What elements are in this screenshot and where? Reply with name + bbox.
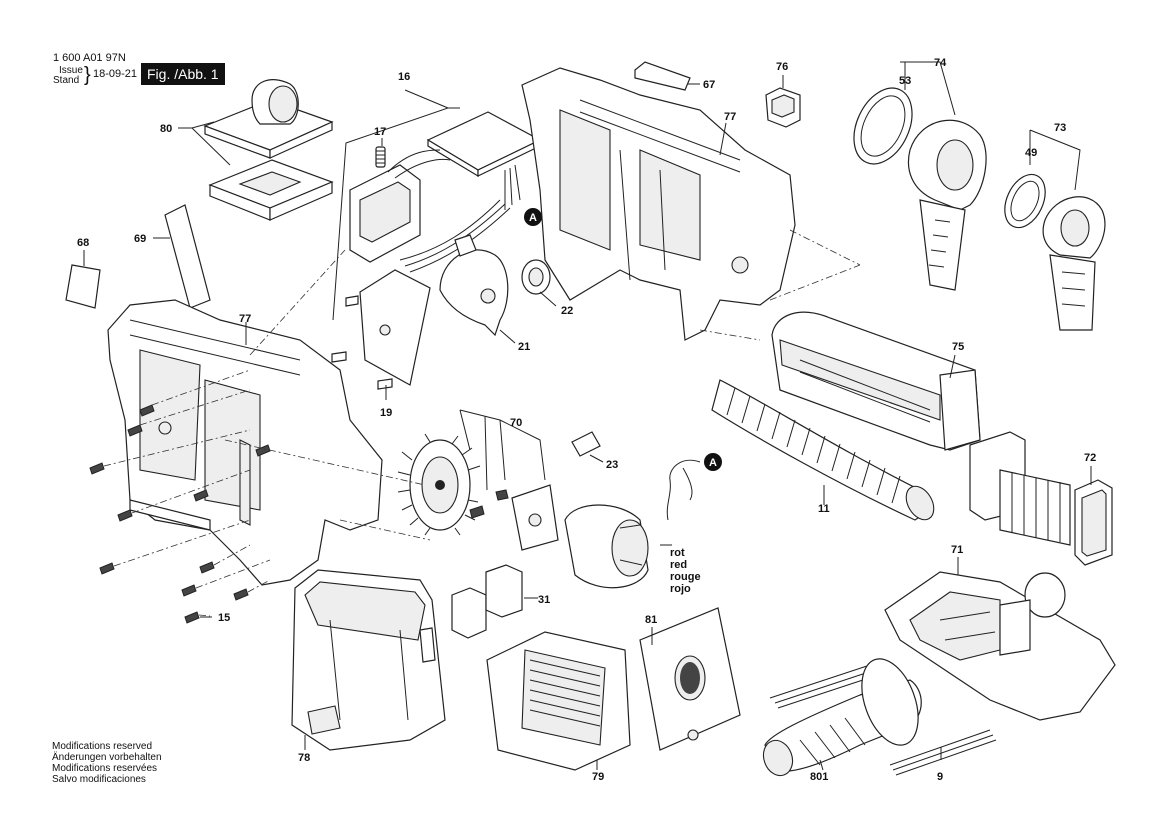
- callout-72: 72: [1084, 452, 1096, 464]
- part-73-dust-cap: [1042, 196, 1106, 331]
- part-11-hose: [711, 379, 935, 521]
- part-31-filter-element: [451, 564, 523, 639]
- callout-22: 22: [561, 305, 573, 317]
- callout-19: 19: [380, 407, 392, 419]
- callout-67: 67: [703, 79, 715, 91]
- marker-a-1: [524, 208, 542, 226]
- footer-line-en: Modifications reserved: [52, 741, 153, 752]
- part-53-seal-ring: [853, 87, 913, 165]
- callout-81: 81: [645, 614, 657, 626]
- part-72-bellows: [969, 431, 1113, 566]
- brace: }: [84, 64, 91, 86]
- part-75-suction-tube: [771, 311, 981, 451]
- callout-9: 9: [937, 771, 943, 783]
- callout-21: 21: [518, 341, 530, 353]
- footer-line-fr: Modifications reservées: [52, 763, 158, 774]
- wire-red: [666, 459, 701, 521]
- wire-color-rot: rot: [670, 547, 685, 559]
- callout-68: 68: [77, 237, 89, 249]
- part-81-cover: [639, 607, 741, 751]
- stand-label: Stand: [53, 75, 80, 86]
- part-80-filter-pad: [203, 79, 334, 221]
- callout-49: 49: [1025, 147, 1037, 159]
- part-801-side-handle: [762, 658, 922, 777]
- callout-53: 53: [899, 75, 911, 87]
- callout-74: 74: [934, 57, 947, 69]
- marker-a-2-letter: A: [709, 457, 717, 469]
- callout-79: 79: [592, 771, 604, 783]
- issue-label: Issue: [59, 65, 83, 76]
- callout-23: 23: [606, 459, 618, 471]
- part-motor: [564, 504, 649, 589]
- part-71-guide-frame: [884, 571, 1116, 721]
- part-16-electronics: [331, 89, 551, 390]
- footer-line-es: Salvo modificaciones: [52, 774, 146, 785]
- marker-a-2: [704, 453, 722, 471]
- part-67-label: [634, 61, 691, 91]
- callout-70: 70: [510, 417, 522, 429]
- callout-16: 16: [398, 71, 410, 83]
- callout-76: 76: [776, 61, 788, 73]
- figure-badge: Fig. /Abb. 1: [141, 63, 225, 85]
- callout-17: 17: [374, 126, 386, 138]
- callout-69: 69: [134, 233, 146, 245]
- issue-date: 18-09-21: [93, 68, 138, 80]
- part-49-seal-ring: [1004, 173, 1046, 229]
- callout-77-top: 77: [724, 111, 736, 123]
- callout-71: 71: [951, 544, 963, 556]
- callout-31: 31: [538, 594, 550, 606]
- part-79-filter-box: [486, 631, 631, 771]
- modifications-note: Modifications reserved Änderungen vorbeh…: [52, 741, 162, 785]
- callout-75: 75: [952, 341, 964, 353]
- part-74-dust-cap: [907, 119, 987, 291]
- part-70-fan: [397, 433, 481, 536]
- part-15-screws: [89, 404, 271, 624]
- callout-80: 80: [160, 123, 172, 135]
- footer-line-de: Änderungen vorbehalten: [52, 752, 162, 763]
- wire-color-rouge: rouge: [670, 571, 701, 583]
- part-78-dust-container: [291, 569, 446, 751]
- part-23-spring: [571, 431, 601, 457]
- part-77-housing-top: [521, 67, 796, 341]
- part-69-label: [164, 204, 211, 309]
- part-68-label: [65, 264, 101, 309]
- part-76-clip: [765, 87, 801, 128]
- part-rods: [769, 664, 997, 776]
- callout-73: 73: [1054, 122, 1066, 134]
- marker-a-1-letter: A: [529, 212, 537, 224]
- callout-77-left: 77: [239, 313, 251, 325]
- document-number: 1 600 A01 97N: [53, 52, 126, 64]
- wire-color-rojo: rojo: [670, 583, 691, 595]
- callout-11: 11: [818, 503, 830, 515]
- wire-color-red: red: [670, 559, 687, 571]
- callout-15: 15: [218, 612, 230, 624]
- callout-801: 801: [810, 771, 828, 783]
- part-motor-plate: [511, 484, 559, 551]
- callout-78: 78: [298, 752, 310, 764]
- part-77-housing-left: [107, 299, 383, 586]
